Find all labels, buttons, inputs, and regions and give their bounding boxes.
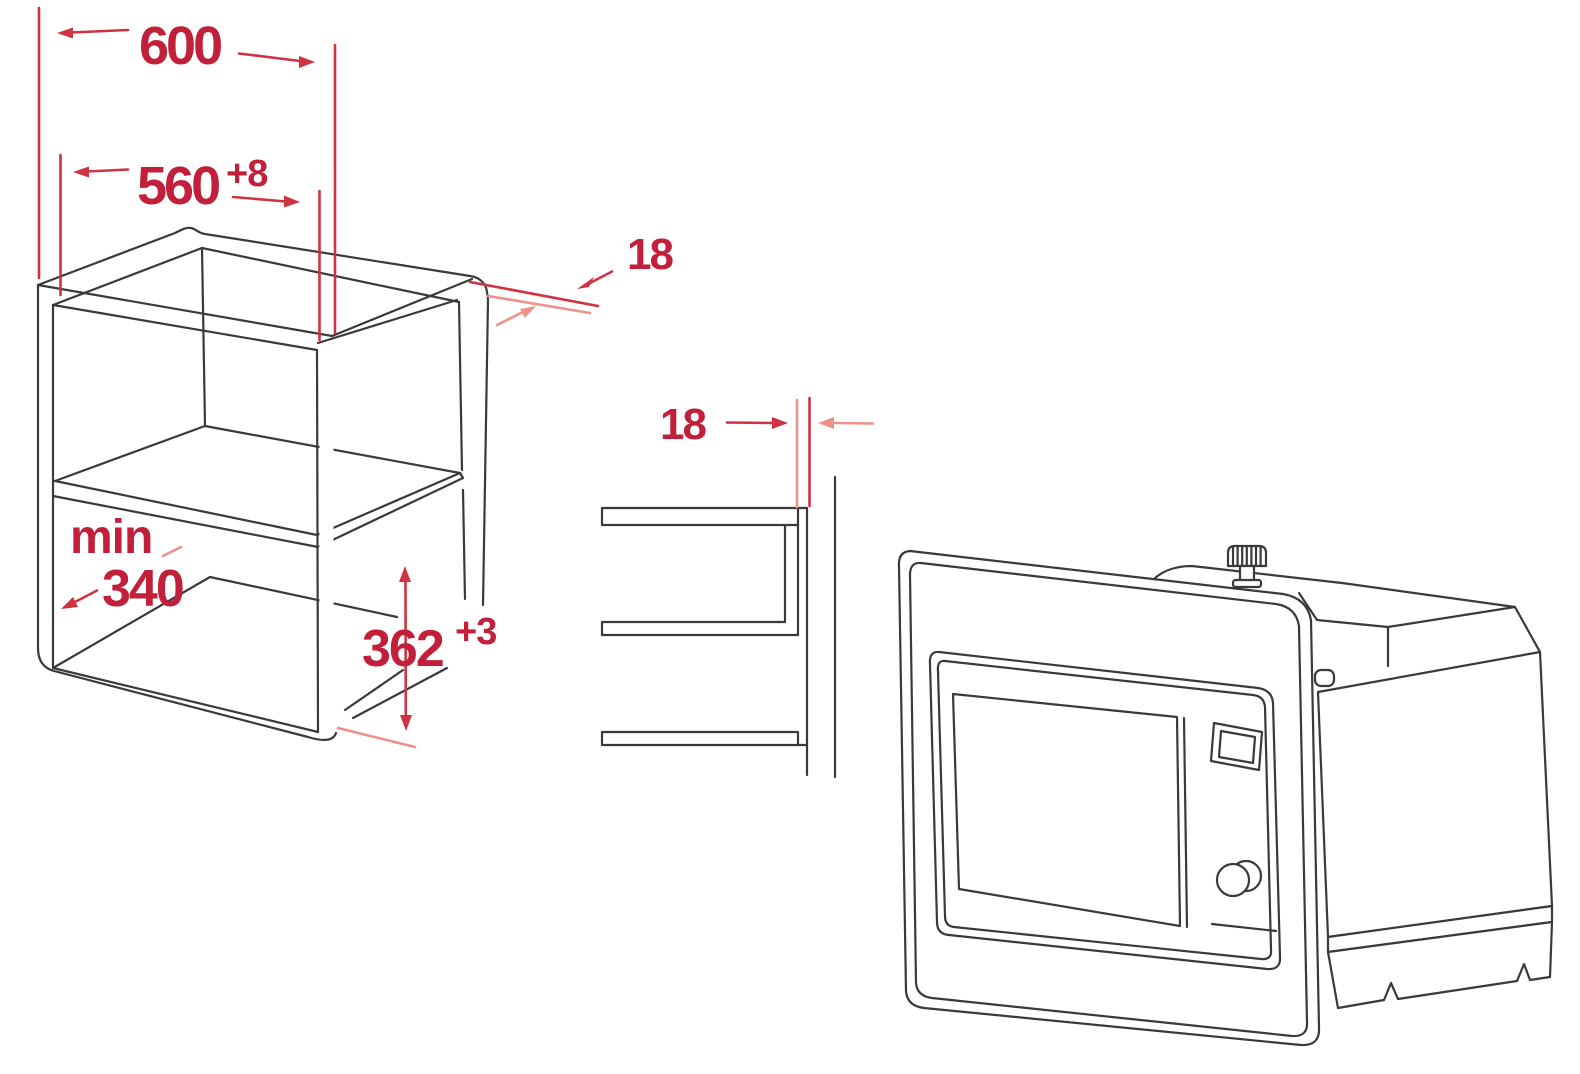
mounting-thumbscrew xyxy=(1226,544,1268,589)
microwave-body xyxy=(1153,544,1554,1010)
dim-label-min: min xyxy=(70,511,152,564)
ref-line-light xyxy=(336,726,417,749)
dim-label-niche-height: 362 xyxy=(362,620,443,678)
ref-line-light xyxy=(486,294,592,315)
dimension-600: 600 xyxy=(37,6,337,335)
body-skirt xyxy=(1326,920,1554,1010)
ref-line xyxy=(468,280,600,308)
microwave-door xyxy=(928,650,1282,971)
control-knob xyxy=(1215,862,1251,898)
dimension-362-plus3: 362 +3 xyxy=(336,566,497,749)
trim-frame-inner xyxy=(908,561,1309,1038)
arrow-down-head xyxy=(400,715,412,731)
control-panel-divider xyxy=(1182,716,1189,929)
dimension-min-340: min 340 xyxy=(61,511,185,618)
body-latch-tab xyxy=(1313,668,1336,688)
dim-label-wall-gap: 18 xyxy=(660,400,706,449)
dimension-18-top-panel: 18 xyxy=(468,230,675,327)
dimension-560-plus8: 560 +8 xyxy=(59,153,321,342)
arrow-lower-shaft xyxy=(495,310,525,327)
arrow-right-head xyxy=(284,195,300,208)
arrow-shaft xyxy=(72,589,99,604)
microwave-drawing xyxy=(897,544,1554,1047)
dim-label-cabinet-width: 600 xyxy=(139,16,221,76)
cabinet-front-frame-strip xyxy=(319,338,334,742)
dim-label-inner-width: 560 xyxy=(137,156,219,216)
door-window xyxy=(951,692,1182,928)
arrow-right-shaft xyxy=(231,195,288,203)
arrow-right-shaft xyxy=(237,52,302,63)
arrow-left-head xyxy=(73,166,89,178)
arrow-left-head xyxy=(57,27,73,39)
side-middle-shelf xyxy=(600,620,800,637)
arrow-right-head xyxy=(299,56,315,68)
dim-label-panel-thickness: 18 xyxy=(627,230,673,279)
arrow-lower-head xyxy=(520,306,536,318)
door-outer xyxy=(928,650,1282,971)
control-panel-line xyxy=(1210,922,1278,933)
cabinet-interior-lines xyxy=(51,246,465,734)
arrow-left-shaft xyxy=(831,421,875,425)
side-bottom-shelf xyxy=(600,730,809,747)
arrow-left-head xyxy=(818,417,834,429)
arrow-left-shaft xyxy=(85,168,130,173)
dim-label-inner-width-tolerance: +8 xyxy=(226,153,267,195)
body-side-panel xyxy=(1316,650,1554,939)
control-panel xyxy=(1209,721,1278,933)
dim-label-niche-height-tolerance: +3 xyxy=(455,611,496,653)
dim-label-min-depth: 340 xyxy=(102,560,183,618)
door-inner xyxy=(936,659,1273,961)
arrow-head xyxy=(61,597,78,609)
arrow-right-head xyxy=(772,417,788,429)
side-section-view xyxy=(600,475,837,779)
side-top-shelf xyxy=(600,506,809,637)
display-screen xyxy=(1209,721,1264,772)
arrow-left-shaft xyxy=(69,28,130,34)
arrow-upper-shaft xyxy=(588,270,614,285)
arrow-up-head xyxy=(399,566,411,582)
leader-dash xyxy=(161,545,183,558)
dimension-18-wall-gap: 18 xyxy=(660,396,875,509)
body-top-wedge xyxy=(1297,581,1542,668)
arrow-right-shaft xyxy=(725,421,776,425)
arrow-upper-head xyxy=(577,277,594,289)
body-top-edge xyxy=(1153,564,1344,585)
